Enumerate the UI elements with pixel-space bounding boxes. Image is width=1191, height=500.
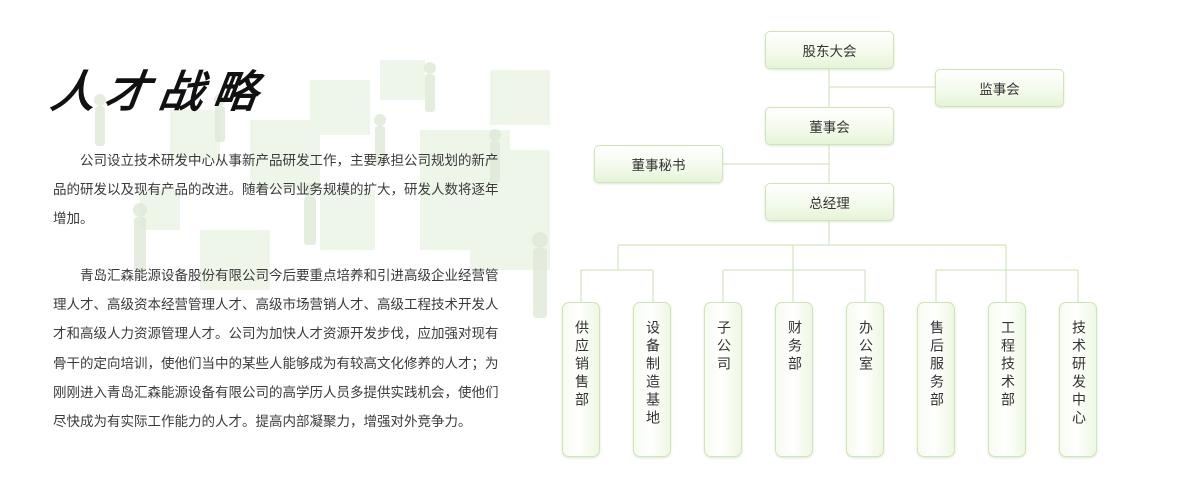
org-node-general-manager: 总经理 xyxy=(765,183,894,221)
background-illustration xyxy=(94,60,550,318)
talent-paragraph: 青岛汇森能源设备股份有限公司今后要重点培养和引进高级企业经营管理人才、高级资本经… xyxy=(53,268,499,431)
org-dept-after-sales: 售后服务部 xyxy=(917,302,955,457)
org-node-shareholders: 股东大会 xyxy=(765,31,894,69)
org-dept-rnd-center: 技术研发中心 xyxy=(1059,302,1097,457)
intro-paragraph: 公司设立技术研发中心从事新产品研发工作，主要承担公司规划的新产品的研发以及现有产… xyxy=(53,153,499,228)
org-dept-label: 技术研发中心 xyxy=(1070,320,1086,428)
org-dept-label: 工程技术部 xyxy=(999,320,1015,410)
org-dept-label: 售后服务部 xyxy=(928,320,944,410)
org-dept-sales: 供应销售部 xyxy=(562,302,600,457)
org-dept-finance: 财务部 xyxy=(775,302,813,457)
org-node-board: 董事会 xyxy=(765,107,894,145)
org-dept-engineering: 工程技术部 xyxy=(988,302,1026,457)
org-dept-label: 供应销售部 xyxy=(573,320,589,410)
org-dept-label: 财务部 xyxy=(786,320,802,374)
org-dept-subsidiary: 子公司 xyxy=(704,302,742,457)
org-dept-office: 办公室 xyxy=(846,302,884,457)
org-node-secretary: 董事秘书 xyxy=(594,145,723,183)
org-dept-label: 办公室 xyxy=(857,320,873,374)
page-title: 人才战略 xyxy=(47,67,271,118)
org-dept-manufacturing-base: 设备制造基地 xyxy=(633,302,671,457)
org-node-supervisors: 监事会 xyxy=(935,69,1064,107)
org-dept-label: 设备制造基地 xyxy=(644,320,660,428)
org-dept-label: 子公司 xyxy=(715,320,731,374)
